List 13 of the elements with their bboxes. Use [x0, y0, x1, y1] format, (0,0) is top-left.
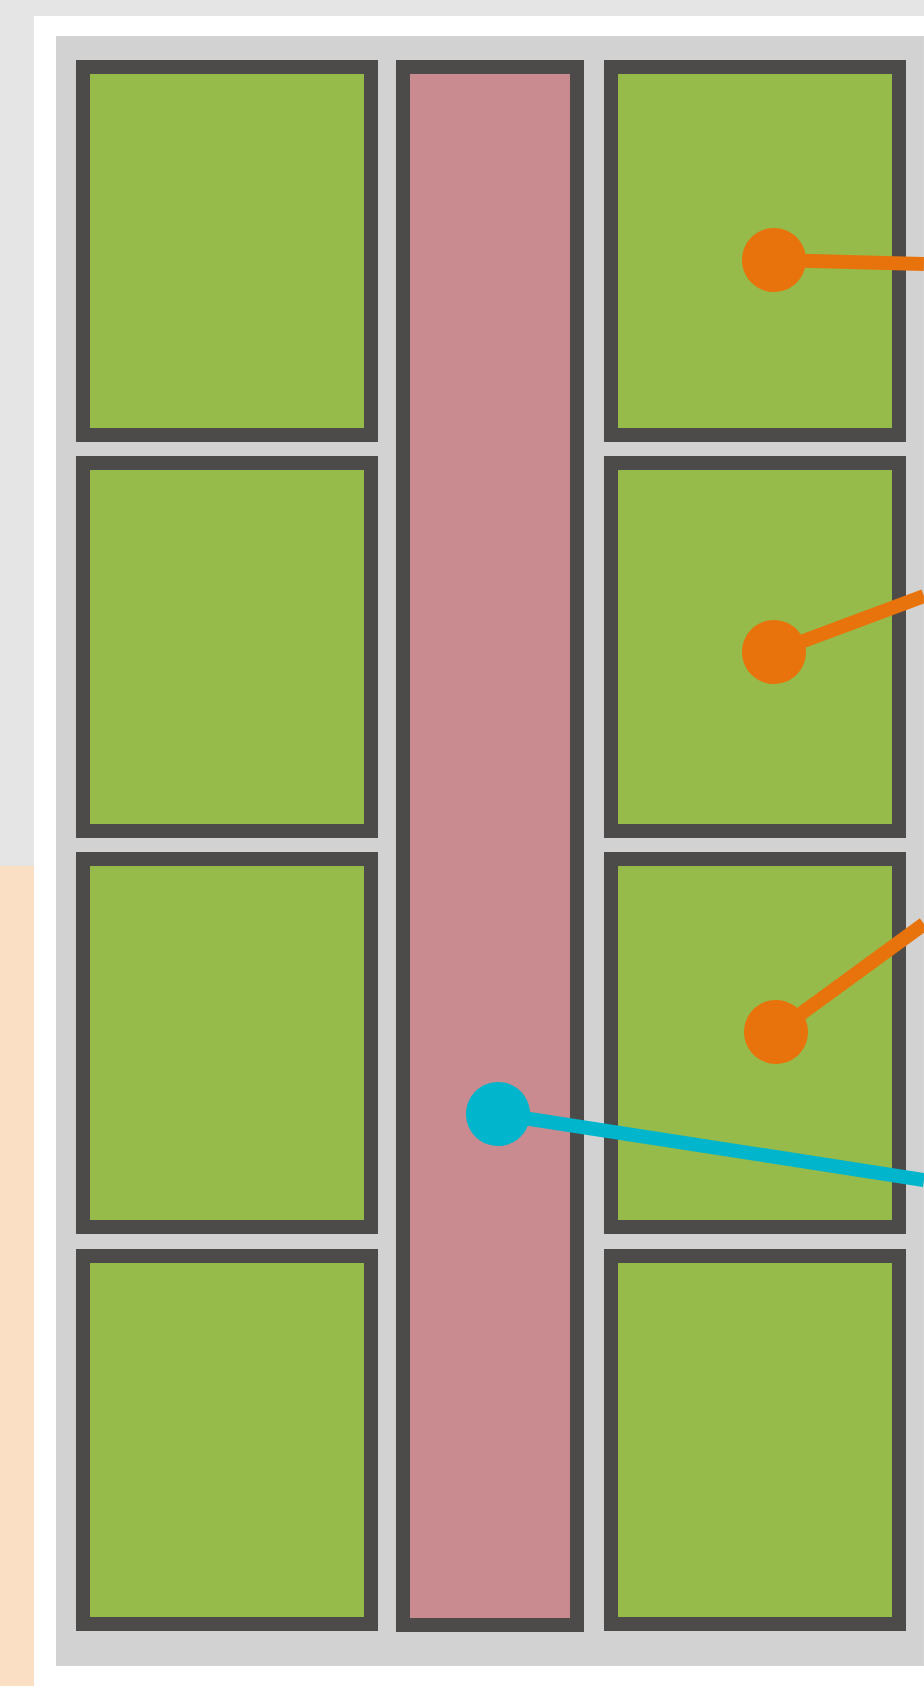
panel [76, 60, 378, 442]
panel [604, 60, 906, 442]
leader-line [744, 918, 924, 1064]
panel [76, 456, 378, 838]
panel [604, 1249, 906, 1631]
leader-line [742, 228, 924, 292]
panel [604, 456, 906, 838]
leader-line [466, 1082, 924, 1187]
panel [76, 852, 378, 1234]
panel [604, 852, 906, 1234]
panel [76, 1249, 378, 1631]
leader-line [742, 589, 924, 684]
vertical-bar [396, 60, 584, 1632]
